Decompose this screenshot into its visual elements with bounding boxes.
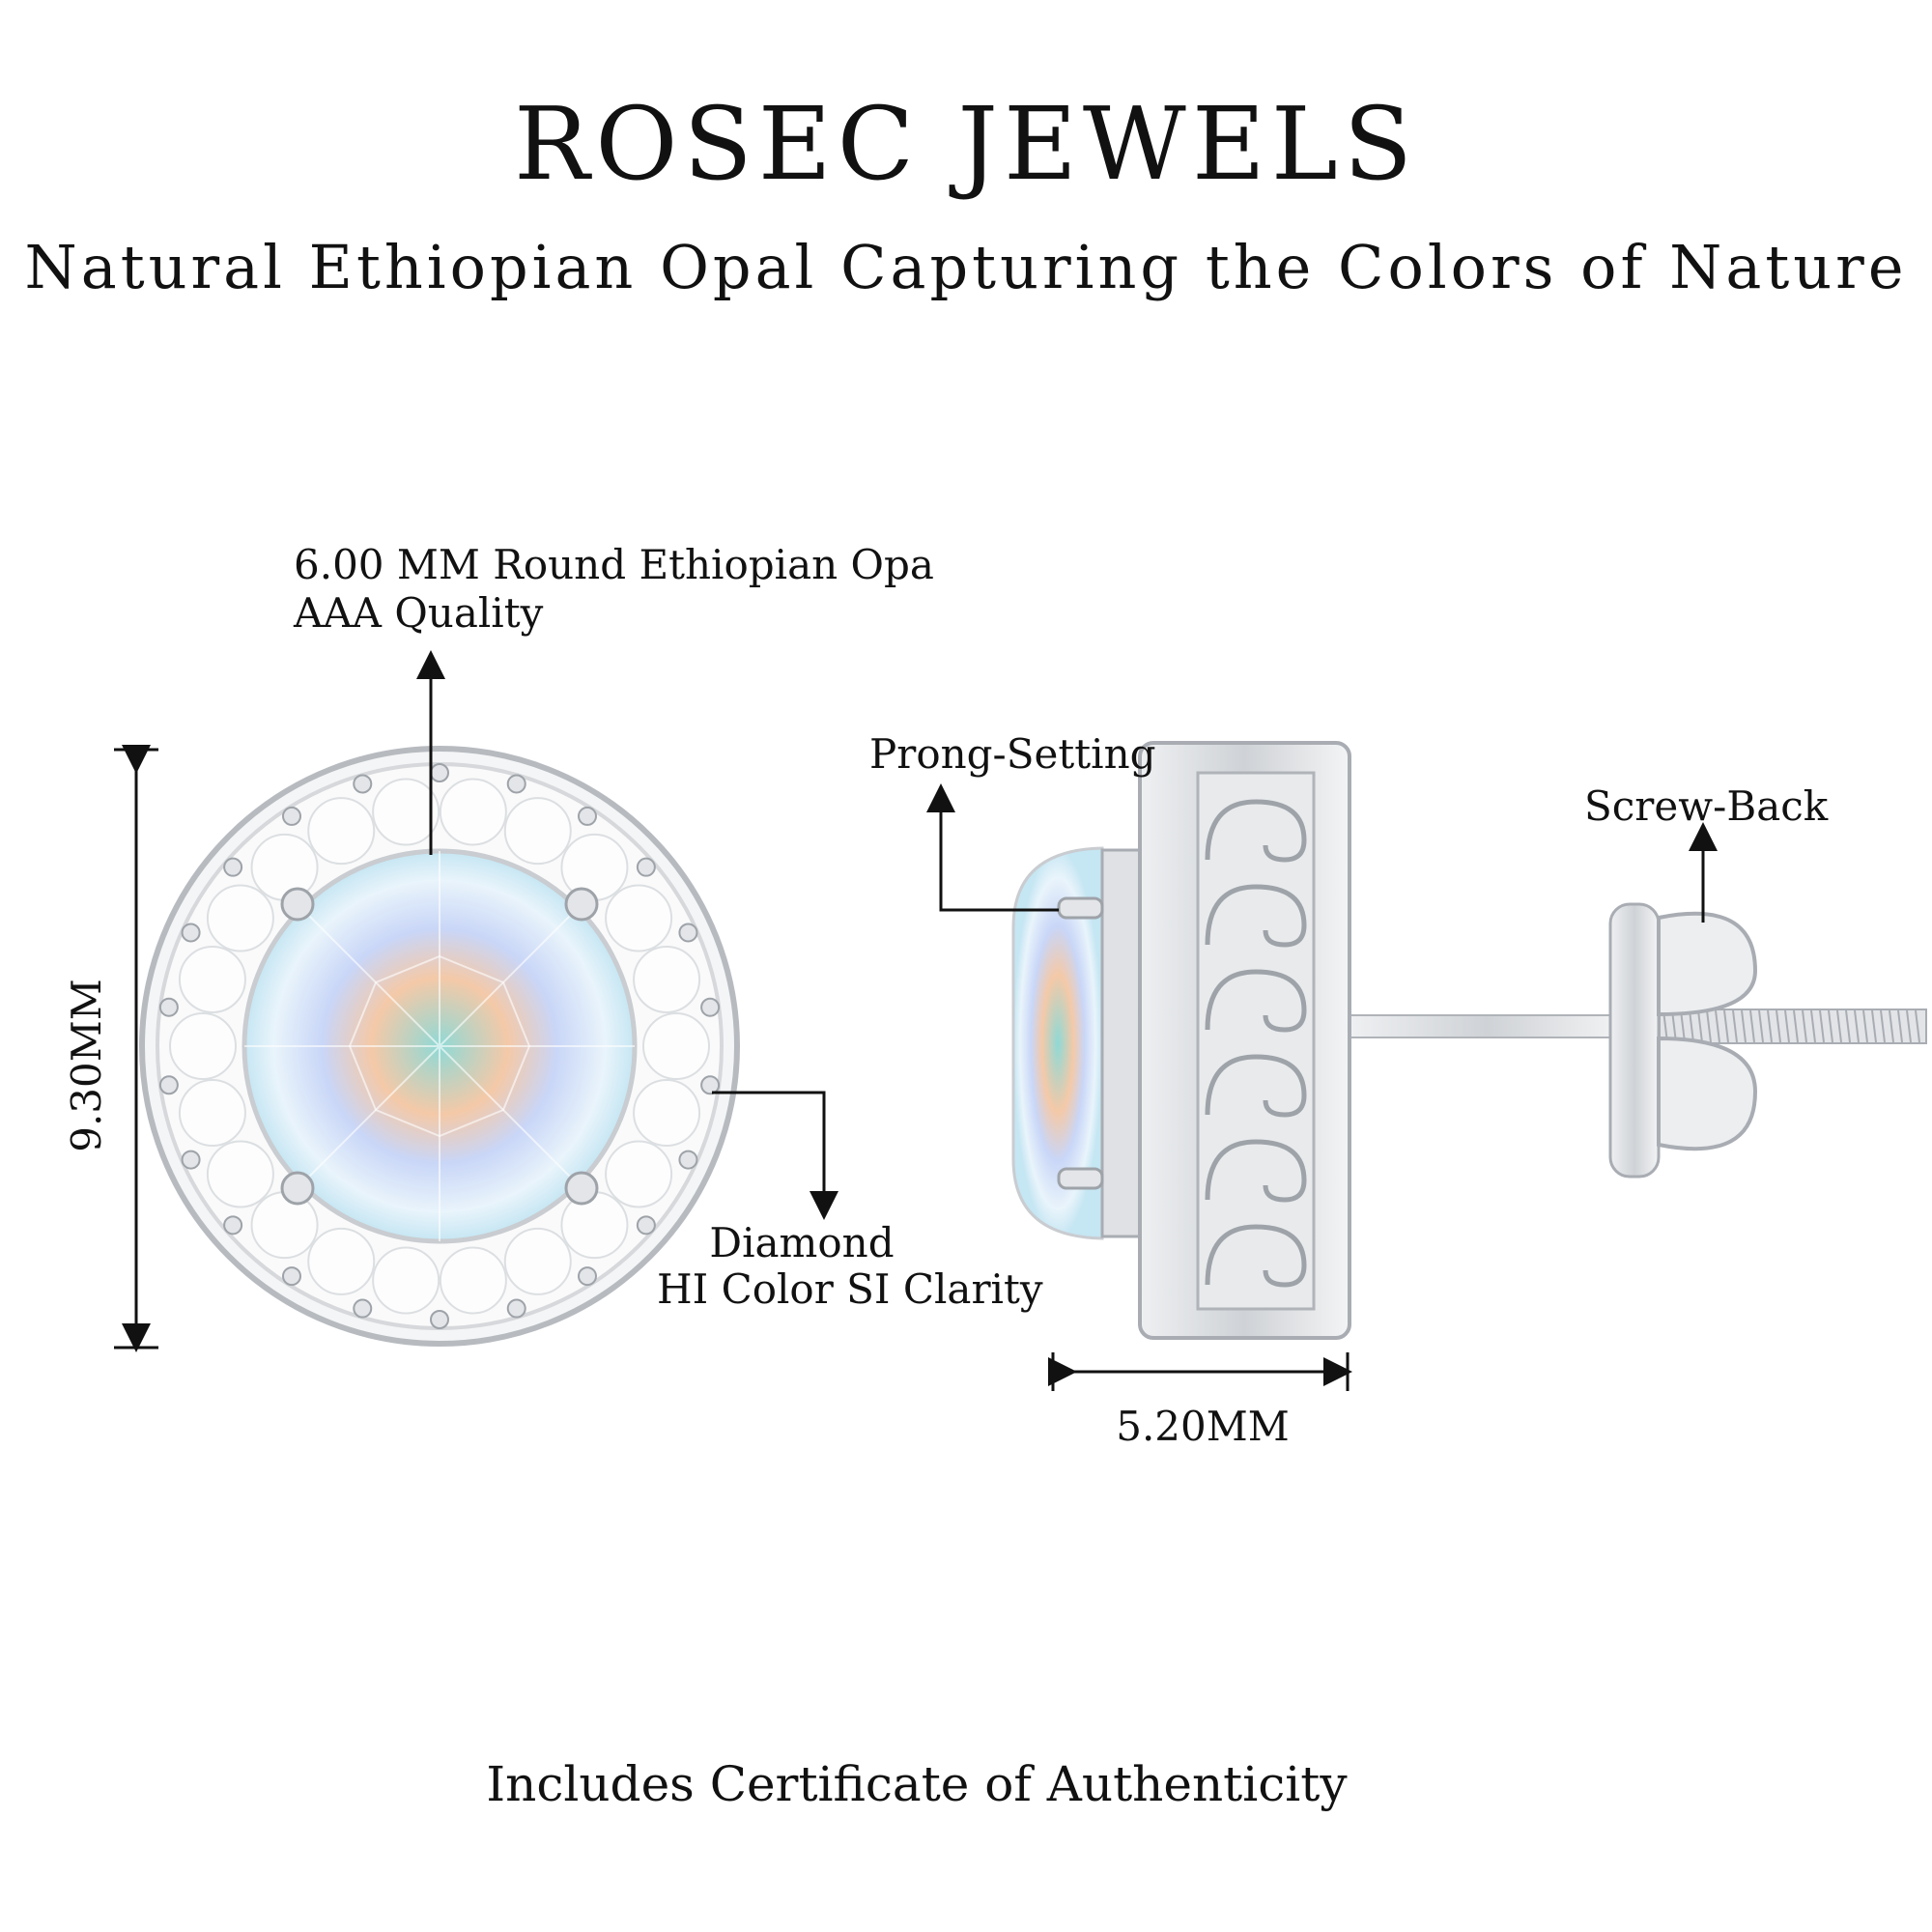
screw-thread <box>1767 1009 1773 1043</box>
halo-bead <box>430 763 449 782</box>
screw-thread <box>1776 1009 1781 1043</box>
halo-diamond <box>169 1012 237 1080</box>
filigree-scroll <box>1205 1054 1307 1118</box>
screw-thread <box>1836 1009 1842 1043</box>
halo-diamond <box>503 797 572 866</box>
halo-bead <box>281 1266 301 1287</box>
halo-bead <box>700 997 721 1017</box>
filigree-scroll <box>1205 884 1307 948</box>
halo-bead <box>353 1298 373 1319</box>
filigree-scroll <box>1205 1139 1307 1203</box>
halo-bead <box>506 774 526 794</box>
halo-diamond <box>178 1079 246 1148</box>
halo-bead <box>158 997 179 1017</box>
halo-bead <box>636 1215 656 1236</box>
center-stone-label-line1: 6.00 MM Round Ethiopian Opa <box>294 541 934 588</box>
screw-thread <box>1828 1009 1833 1043</box>
center-stone-label-line2: AAA Quality <box>294 589 544 637</box>
screw-thread <box>1871 1009 1877 1043</box>
tagline: Natural Ethiopian Opal Capturing the Col… <box>24 232 1908 302</box>
depth-dimension-label: 5.20MM <box>1116 1403 1290 1450</box>
halo-diamond <box>560 1191 629 1260</box>
halo-diamond <box>633 945 701 1013</box>
halo-bead <box>578 806 598 826</box>
halo-bead <box>281 806 301 826</box>
halo-bead <box>223 857 243 877</box>
earring-front-view <box>139 746 740 1347</box>
halo-diamond <box>307 797 376 866</box>
height-dimension-label: 9.30MM <box>63 979 110 1152</box>
prong-arrow <box>926 783 1059 912</box>
halo-diamond <box>439 1246 507 1315</box>
halo-diamond <box>206 884 274 952</box>
diamond-halo <box>158 763 721 1329</box>
screw-thread <box>1880 1009 1886 1043</box>
screw-thread <box>1741 1009 1747 1043</box>
screw-thread <box>1697 1009 1703 1043</box>
halo-diamond <box>206 1140 274 1208</box>
halo-bead <box>506 1298 526 1319</box>
prong-setting-label: Prong-Setting <box>869 730 1156 778</box>
screw-thread <box>1706 1009 1712 1043</box>
screw-thread <box>1889 1009 1894 1043</box>
halo-diamond <box>250 833 319 901</box>
halo-bead <box>158 1075 179 1095</box>
screw-thread <box>1732 1009 1738 1043</box>
halo-diamond <box>307 1227 376 1295</box>
screw-thread <box>1854 1009 1860 1043</box>
annotation-lines <box>114 650 1718 1391</box>
halo-bead <box>181 1150 201 1170</box>
screw-thread <box>1689 1009 1694 1043</box>
diamond-label-line2: HI Color SI Clarity <box>657 1265 1043 1313</box>
filigree-scroll <box>1205 1224 1307 1288</box>
screw-thread <box>1915 1009 1920 1043</box>
halo-bead <box>636 857 656 877</box>
screw-thread <box>1749 1009 1755 1043</box>
halo-bead <box>223 1215 243 1236</box>
halo-diamond <box>250 1191 319 1260</box>
filigree-scroll <box>1205 969 1307 1033</box>
halo-bead <box>430 1310 449 1329</box>
screw-thread <box>1680 1009 1686 1043</box>
halo-bead <box>578 1266 598 1287</box>
screw-thread <box>1897 1009 1903 1043</box>
diamond-arrow <box>712 1091 838 1220</box>
halo-diamond <box>605 884 673 952</box>
halo-diamond <box>372 1246 440 1315</box>
screw-thread <box>1810 1009 1816 1043</box>
screw-thread <box>1906 1009 1912 1043</box>
screw-thread <box>1802 1009 1807 1043</box>
halo-bead <box>353 774 373 794</box>
screw-thread <box>1819 1009 1825 1043</box>
screw-thread <box>1758 1009 1764 1043</box>
halo-bead <box>678 923 698 943</box>
screw-thread <box>1793 1009 1799 1043</box>
screw-thread <box>1784 1009 1790 1043</box>
height-dimension-line <box>114 745 158 1352</box>
screw-thread <box>1845 1009 1851 1043</box>
certificate-note: Includes Certificate of Authenticity <box>486 1756 1348 1812</box>
screw-thread <box>1862 1009 1868 1043</box>
halo-diamond <box>503 1227 572 1295</box>
halo-bead <box>678 1150 698 1170</box>
halo-diamond <box>439 778 507 846</box>
halo-diamond <box>642 1012 710 1080</box>
halo-diamond <box>633 1079 701 1148</box>
halo-bead <box>700 1075 721 1095</box>
screw-thread <box>1723 1009 1729 1043</box>
halo-diamond <box>605 1140 673 1208</box>
screw-back-label: Screw-Back <box>1584 782 1829 830</box>
halo-diamond <box>372 778 440 846</box>
filigree-scroll <box>1205 799 1307 863</box>
depth-dimension-line <box>1048 1352 1352 1391</box>
halo-bead <box>181 923 201 943</box>
screw-thread <box>1715 1009 1720 1043</box>
earring-side-view <box>1011 741 1927 1340</box>
halo-diamond <box>560 833 629 901</box>
diamond-label-line1: Diamond <box>709 1219 895 1266</box>
brand-title: ROSEC JEWELS <box>513 85 1419 203</box>
halo-diamond <box>178 945 246 1013</box>
